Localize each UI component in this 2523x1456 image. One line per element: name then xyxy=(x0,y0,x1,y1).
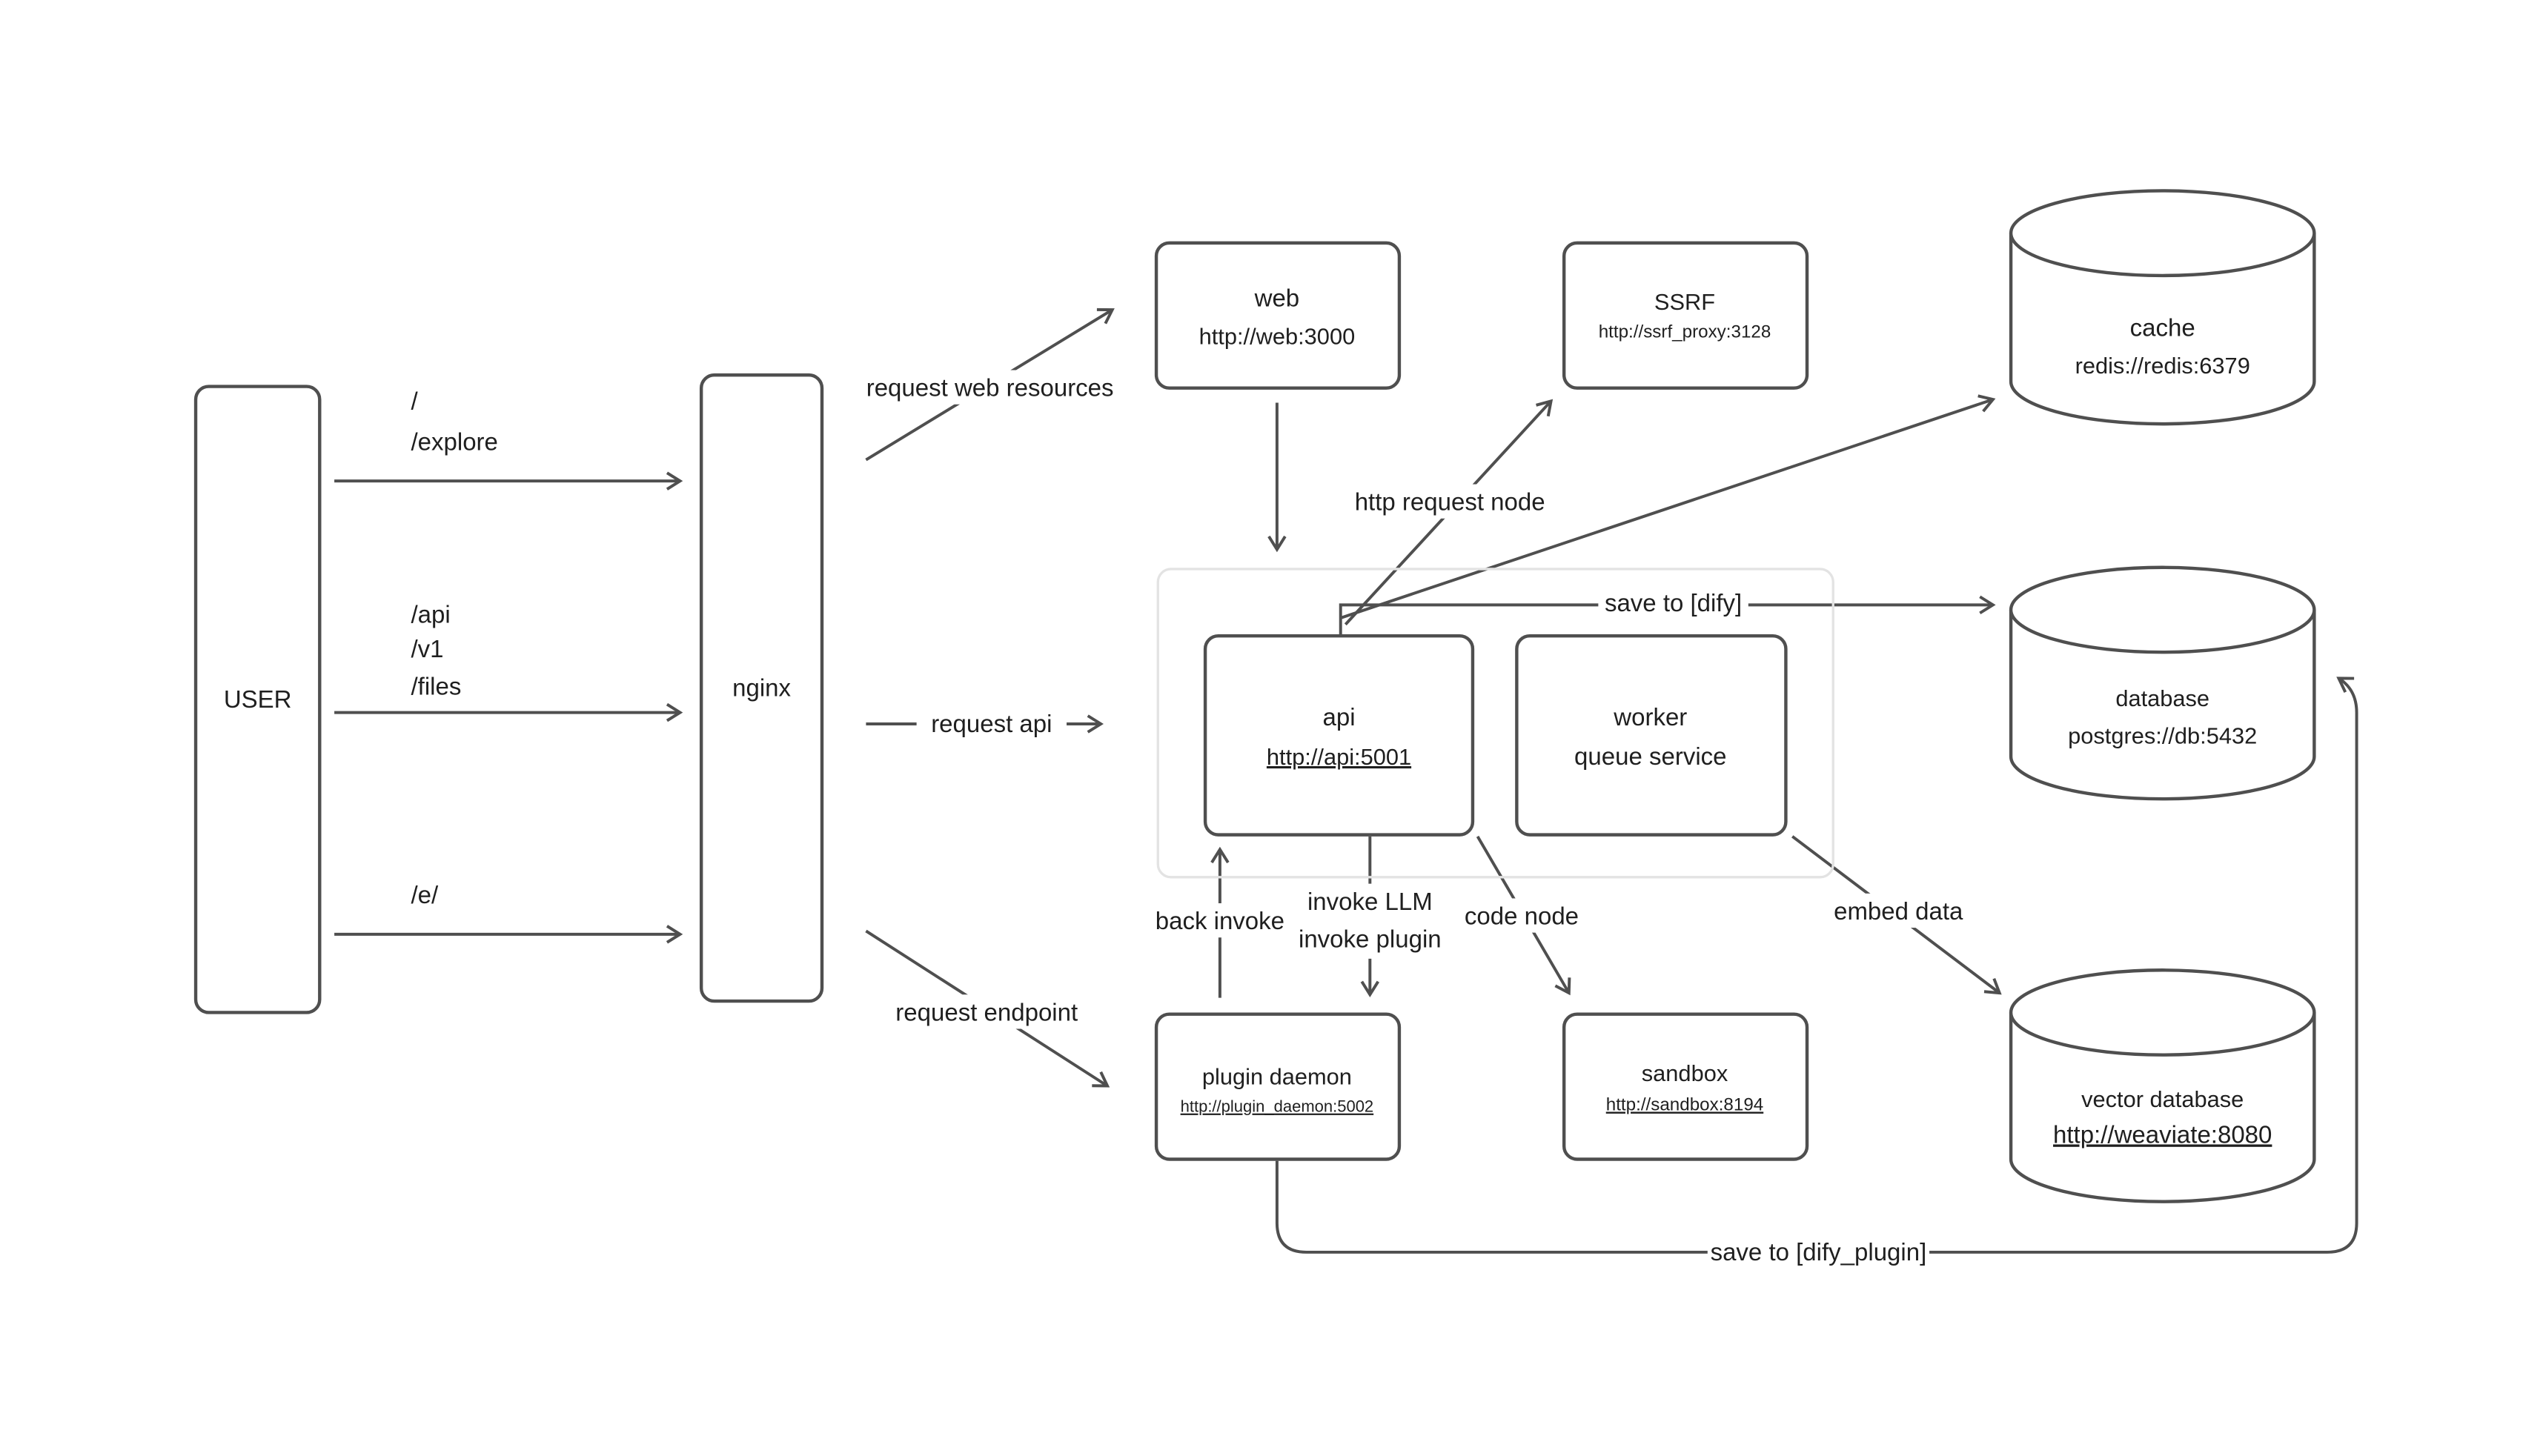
edge-label-save-to-dify-plugin: save to [dify_plugin] xyxy=(1707,1234,1930,1269)
request-web-label: request web resources xyxy=(866,374,1114,402)
worker-node xyxy=(1515,634,1788,837)
request-api-label: request api xyxy=(931,710,1052,737)
save-to-dify-label: save to [dify] xyxy=(1605,589,1742,616)
user-node xyxy=(193,385,322,1014)
cache-url: redis://redis:6379 xyxy=(2075,353,2250,379)
route-label: /e/ xyxy=(411,881,439,908)
edge-label-request-api: request api xyxy=(916,705,1067,741)
embed-data-label: embed data xyxy=(1834,897,1963,925)
edge-label-request-web: request web resources xyxy=(859,370,1121,405)
sandbox-title: sandbox xyxy=(1642,1060,1728,1086)
label-background xyxy=(1293,883,1447,959)
vector-database-cylinder-top xyxy=(2009,968,2316,1057)
database-title: database xyxy=(2115,685,2209,711)
http-request-node-label: http request node xyxy=(1355,488,1545,516)
plugin-daemon-title: plugin daemon xyxy=(1202,1063,1352,1089)
route-label: /v1 xyxy=(411,635,443,662)
nginx-label: nginx xyxy=(732,674,791,702)
database-cylinder-body xyxy=(2009,609,2316,801)
label-background xyxy=(1831,893,1966,928)
label-background xyxy=(1353,484,1546,519)
database-cylinder-top xyxy=(2009,565,2316,654)
edge-label-user-endpoint-routes: /e/ xyxy=(411,881,439,908)
back-invoke-label: back invoke xyxy=(1156,907,1284,934)
plugin-daemon-url: http://plugin_daemon:5002 xyxy=(1181,1097,1374,1116)
label-background xyxy=(859,370,1121,405)
ssrf-node xyxy=(1562,241,1809,390)
api-node xyxy=(1203,634,1475,837)
invoke-plugin-label: invoke plugin xyxy=(1299,925,1442,952)
vector-database-cylinder-body xyxy=(2009,1012,2316,1203)
label-background xyxy=(1462,898,1581,933)
web-title: web xyxy=(1254,285,1300,312)
label-background xyxy=(1156,903,1284,938)
vector-database-node: vector database http://weaviate:8080 xyxy=(2009,968,2316,1203)
edge-labels: / /explore /api /v1 /files /e/ request w… xyxy=(411,370,1966,1269)
edge-label-invoke: invoke LLM invoke plugin xyxy=(1293,883,1447,959)
edge-plugin-daemon-database xyxy=(1275,677,2358,1254)
database-url: postgres://db:5432 xyxy=(2068,722,2257,748)
label-background xyxy=(1707,1234,1930,1269)
database-node: database postgres://db:5432 xyxy=(2009,565,2316,801)
edge-label-embed-data: embed data xyxy=(1831,893,1966,928)
nodes: USER nginx web http://web:3000 SSRF http… xyxy=(193,189,2316,1203)
edge-label-request-endpoint: request endpoint xyxy=(895,994,1078,1029)
vector-database-url: http://weaviate:8080 xyxy=(2053,1120,2272,1148)
edge-label-save-to-dify: save to [dify] xyxy=(1598,585,1748,620)
nginx-node xyxy=(699,373,824,1003)
sandbox-node xyxy=(1562,1012,1809,1161)
edge-label-back-invoke: back invoke xyxy=(1156,903,1284,938)
sandbox-url: http://sandbox:8194 xyxy=(1606,1094,1763,1114)
plugin-daemon-node xyxy=(1154,1012,1402,1161)
cache-title: cache xyxy=(2130,313,2195,341)
code-node-label: code node xyxy=(1465,902,1579,930)
api-worker-container xyxy=(1156,568,1834,879)
cache-cylinder-top xyxy=(2009,189,2316,278)
request-endpoint-label: request endpoint xyxy=(895,998,1078,1025)
edge-api-database xyxy=(1339,595,1996,634)
cache-node: cache redis://redis:6379 xyxy=(2009,189,2316,426)
web-node xyxy=(1154,241,1402,390)
user-label: USER xyxy=(224,685,292,713)
edge-label-user-web-routes: / /explore xyxy=(411,387,497,455)
route-label: /explore xyxy=(411,428,497,455)
edge-label-user-api-routes: /api /v1 /files xyxy=(411,601,461,700)
worker-subtitle: queue service xyxy=(1574,742,1726,770)
web-url: http://web:3000 xyxy=(1199,323,1356,349)
edge-label-http-request-node: http request node xyxy=(1353,484,1546,519)
save-to-dify-plugin-label: save to [dify_plugin] xyxy=(1711,1238,1927,1266)
label-background xyxy=(1598,585,1748,620)
ssrf-title: SSRF xyxy=(1654,289,1715,315)
invoke-llm-label: invoke LLM xyxy=(1307,888,1433,915)
route-label: /files xyxy=(411,672,461,699)
vector-database-title: vector database xyxy=(2081,1086,2244,1112)
api-title: api xyxy=(1322,703,1355,731)
route-label: / xyxy=(411,387,418,414)
api-url: http://api:5001 xyxy=(1267,744,1411,770)
edge-api-cache xyxy=(1340,394,1996,619)
ssrf-url: http://ssrf_proxy:3128 xyxy=(1599,322,1771,342)
label-background xyxy=(895,994,1078,1029)
route-label: /api xyxy=(411,601,450,628)
edge-label-code-node: code node xyxy=(1462,898,1581,933)
cache-cylinder-body xyxy=(2009,233,2316,426)
worker-title: worker xyxy=(1613,703,1687,731)
label-background xyxy=(916,705,1067,741)
